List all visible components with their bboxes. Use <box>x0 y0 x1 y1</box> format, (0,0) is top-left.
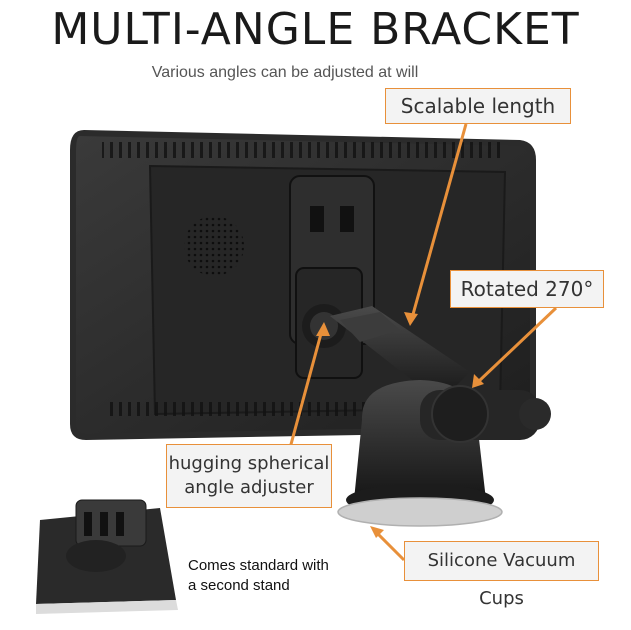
callout-label: Rotated 270° <box>460 277 594 301</box>
caption-line1: Comes standard with <box>188 557 329 574</box>
callout-scalable-length: Scalable length <box>385 88 571 124</box>
callout-vacuum-cups: Silicone Vacuum Cups <box>404 541 599 609</box>
callout-rotated: Rotated 270° <box>450 270 604 308</box>
telescopic-arm <box>330 306 470 402</box>
callout-label-line2: angle adjuster <box>184 477 314 498</box>
second-stand-illustration <box>36 499 178 614</box>
page-subtitle: Various angles can be adjusted at will <box>151 64 419 81</box>
callout-label: Scalable length <box>400 94 556 118</box>
callout-label: Silicone Vacuum Cups <box>427 550 576 609</box>
page-title: MULTI-ANGLE BRACKET <box>51 4 580 55</box>
second-stand-caption: Comes standard with a second stand <box>188 556 329 596</box>
callout-label-line1: hugging spherical <box>168 453 330 474</box>
suction-base <box>337 380 551 527</box>
callout-spherical-adjuster: hugging spherical angle adjuster <box>166 444 332 508</box>
arrow-heads <box>316 312 484 538</box>
caption-line2: a second stand <box>188 577 290 594</box>
